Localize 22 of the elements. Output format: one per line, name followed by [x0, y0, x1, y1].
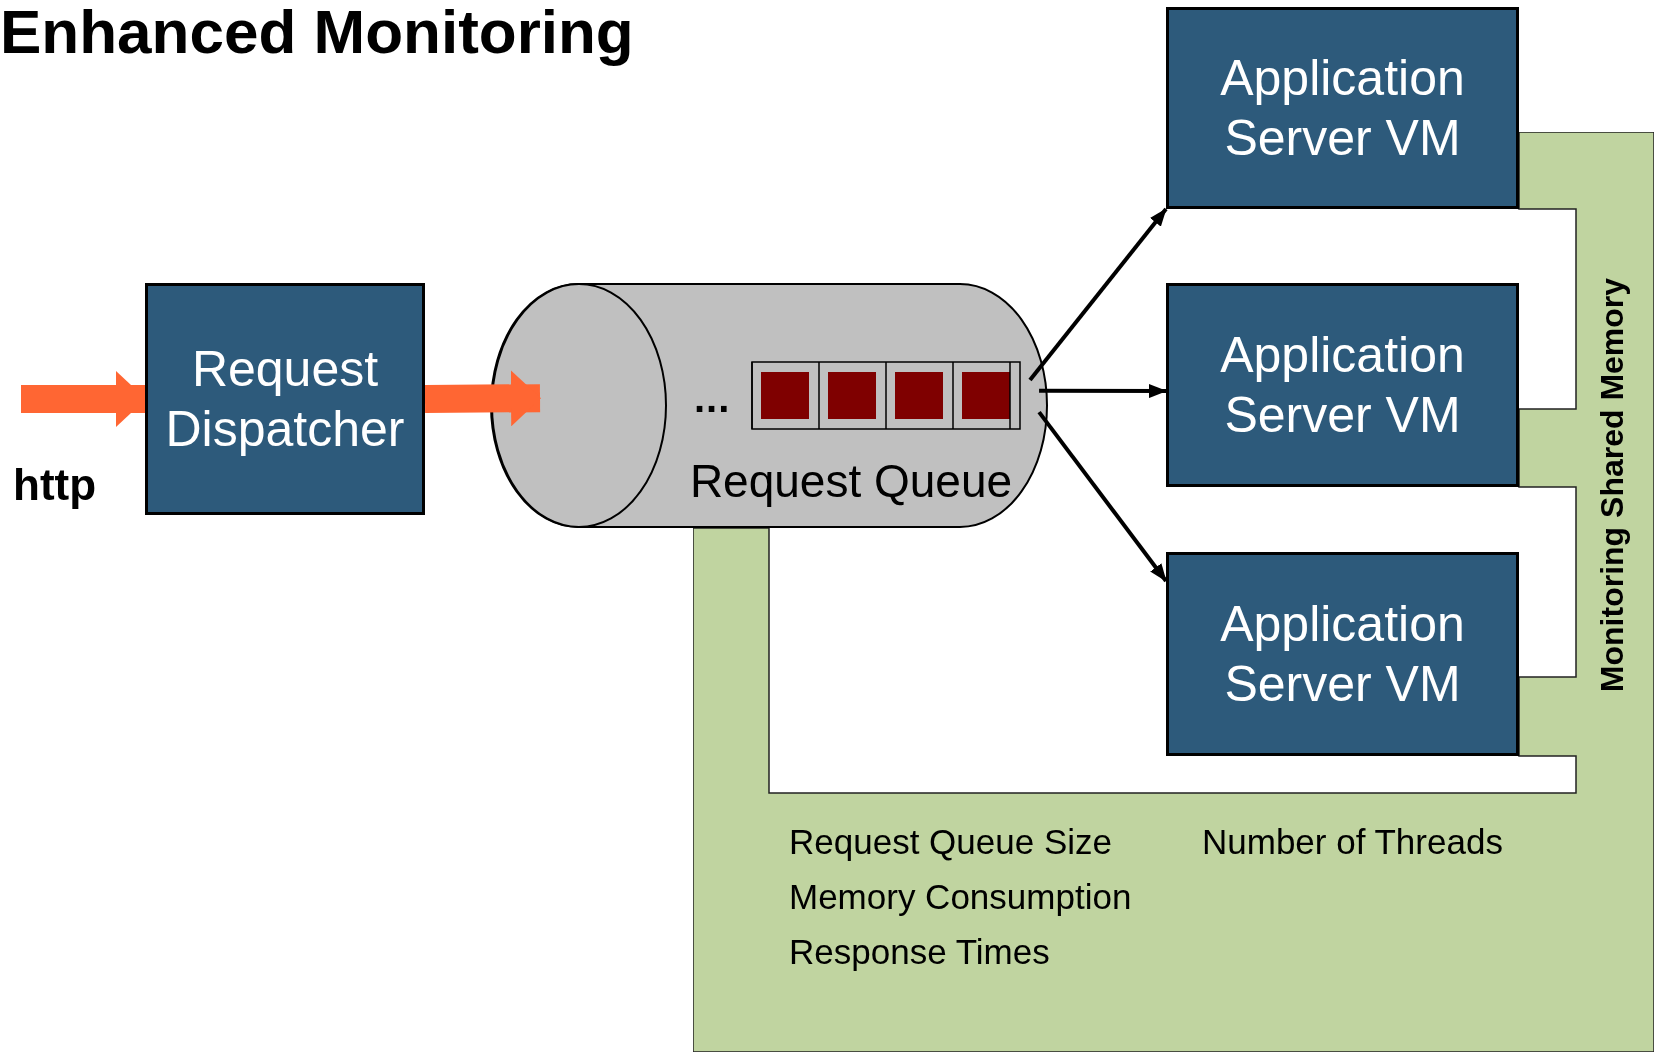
arrow — [21, 371, 146, 427]
process-box — [145, 283, 425, 515]
title: Enhanced Monitoring — [0, 0, 634, 67]
arrow — [1037, 410, 1168, 583]
ellipsis: ... — [694, 376, 731, 421]
input-label: http — [13, 460, 97, 510]
arrow — [1039, 384, 1167, 399]
node-text: Application Server VM — [1219, 49, 1466, 168]
metric-label: Response Times — [789, 932, 1050, 972]
server-box — [1166, 7, 1519, 209]
server-box — [1166, 283, 1519, 487]
node-text: Application Server VM — [1219, 326, 1466, 445]
arrow — [424, 370, 541, 427]
node-text: Request Dispatcher — [164, 340, 406, 459]
metric-label: Request Queue Size — [789, 822, 1112, 862]
node-text: Request Queue — [688, 454, 1014, 508]
arrow — [1028, 207, 1168, 382]
server-box — [1166, 552, 1519, 756]
metric-label: Memory Consumption — [789, 877, 1132, 917]
metric-label: Number of Threads — [1202, 822, 1503, 862]
node-text: Application Server VM — [1219, 595, 1466, 714]
band-label: Monitoring Shared Memory — [1593, 277, 1631, 693]
